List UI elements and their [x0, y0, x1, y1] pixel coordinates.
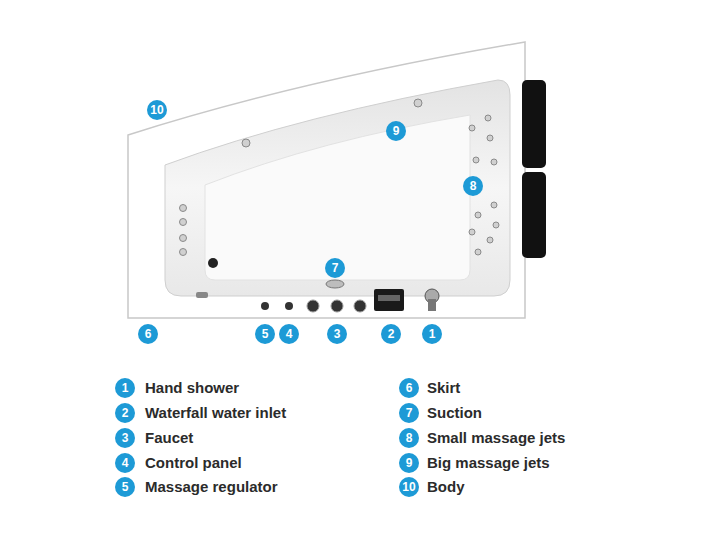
- legend-text: Body: [427, 477, 465, 497]
- tub-body: [128, 42, 525, 318]
- massage-jets: [180, 99, 500, 256]
- callout-number: 3: [115, 428, 135, 448]
- callout-number: 1: [115, 378, 135, 398]
- headrest: [522, 80, 546, 168]
- legend-text: Suction: [427, 403, 482, 423]
- knob: [208, 258, 218, 268]
- tub-floor: [205, 115, 470, 280]
- callout-number: 2: [381, 324, 401, 344]
- legend-text: Control panel: [145, 453, 242, 473]
- callout-number: 4: [279, 324, 299, 344]
- callout-number: 9: [399, 453, 419, 473]
- callout-number: 3: [327, 324, 347, 344]
- controls: [261, 289, 439, 312]
- legend-text: Skirt: [427, 378, 460, 398]
- callout-number: 5: [255, 324, 275, 344]
- callout-number: 8: [463, 176, 483, 196]
- callout-number: 6: [138, 324, 158, 344]
- callout-number: 4: [115, 453, 135, 473]
- suction: [326, 280, 344, 288]
- callout-number: 2: [115, 403, 135, 423]
- callout-number: 7: [399, 403, 419, 423]
- legend-text: Massage regulator: [145, 477, 278, 497]
- callout-number: 7: [325, 258, 345, 278]
- callout-number: 1: [422, 324, 442, 344]
- legend-text: Small massage jets: [427, 428, 565, 448]
- legend-text: Big massage jets: [427, 453, 550, 473]
- legend-text: Faucet: [145, 428, 193, 448]
- tub-basin: [165, 80, 510, 296]
- callout-number: 10: [147, 100, 167, 120]
- legend-text: Hand shower: [145, 378, 239, 398]
- callout-number: 8: [399, 428, 419, 448]
- callout-number: 5: [115, 477, 135, 497]
- callout-number: 9: [386, 121, 406, 141]
- legend-text: Waterfall water inlet: [145, 403, 286, 423]
- headrest: [522, 172, 546, 258]
- callout-number: 6: [399, 378, 419, 398]
- drain: [196, 292, 208, 298]
- callout-number: 10: [399, 477, 419, 497]
